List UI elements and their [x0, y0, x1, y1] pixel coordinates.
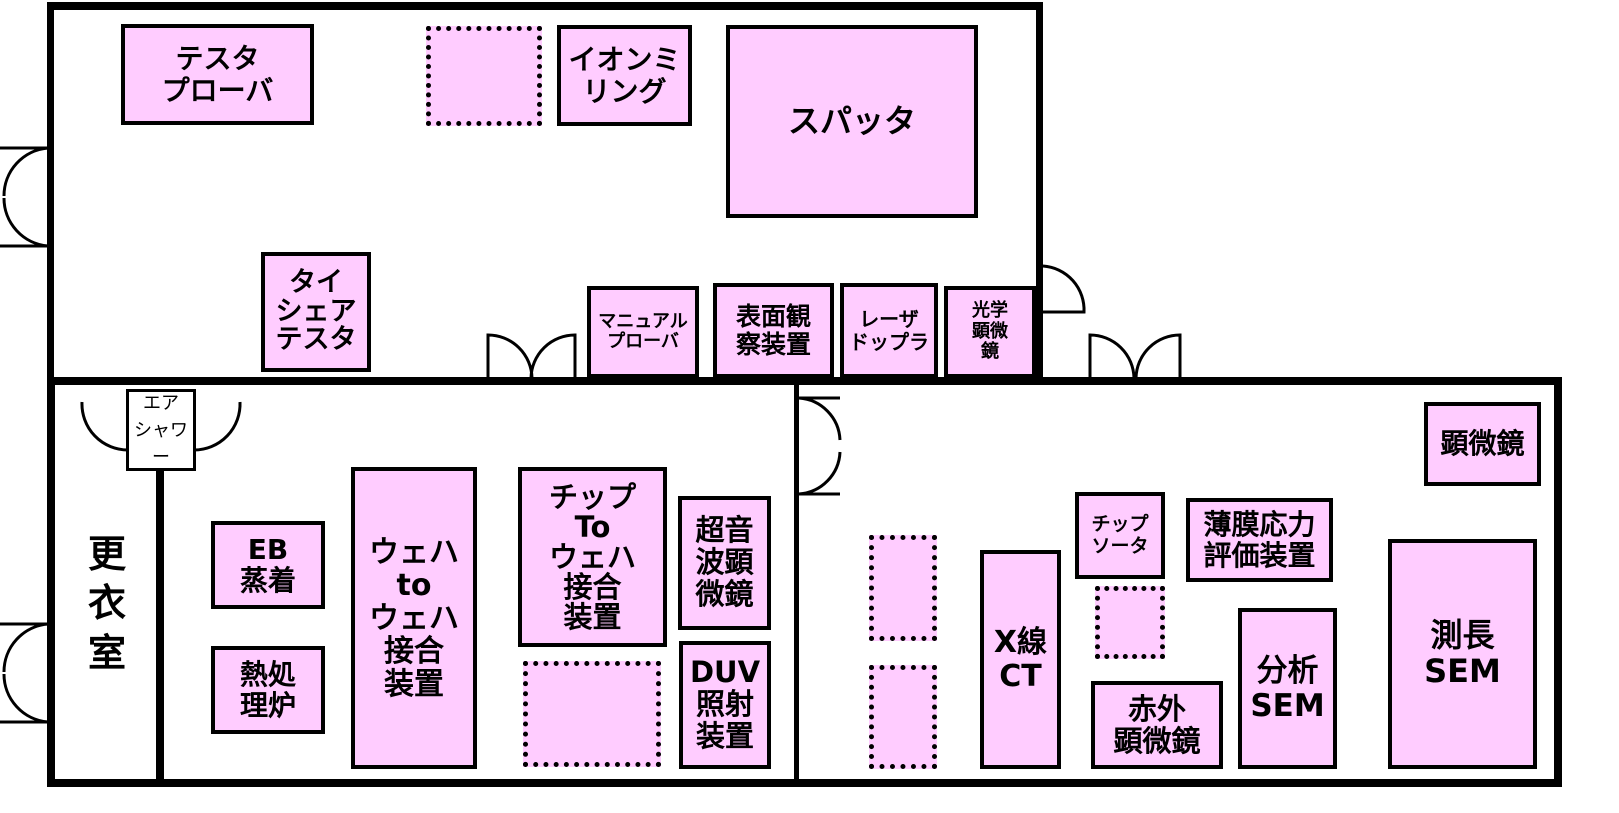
- ultrasonic-microscope-label: 超音 波顕 微鏡: [695, 513, 754, 611]
- heat-treatment-furnace-label: 熱処 理炉: [239, 657, 296, 722]
- ultrasonic-microscope: 超音 波顕 微鏡: [678, 496, 771, 630]
- cd-sem-label: 測長 SEM: [1424, 616, 1501, 690]
- manual-prober-label: マニュアル プローバ: [598, 310, 688, 352]
- microscope-label: 顕微鏡: [1440, 427, 1525, 461]
- changing-room-label: 更 衣 室: [87, 532, 126, 675]
- upper-room-top-wall: [47, 2, 1043, 10]
- empty-slot-right-2: [869, 665, 937, 769]
- laser-doppler-label: レーザ ドップラ: [849, 307, 929, 354]
- chip-to-wafer-bonder: チップ To ウェハ 接合 装置: [518, 467, 667, 647]
- xray-ct-label: X線 CT: [993, 624, 1048, 694]
- heat-treatment-furnace: 熱処 理炉: [211, 646, 325, 734]
- laser-doppler: レーザ ドップラ: [840, 283, 938, 378]
- lower-room-right-wall: [1554, 377, 1562, 787]
- duv-irradiation: DUV 照射 装置: [679, 641, 771, 769]
- thin-film-stress-label: 薄膜応力 評価装置: [1203, 507, 1316, 572]
- lower-room-bottom-wall: [47, 779, 1562, 787]
- upper-room-left-wall: [47, 2, 54, 384]
- die-shear-tester: タイ シェア テスタ: [261, 252, 371, 372]
- air-shower: エア シャワー: [126, 389, 196, 471]
- changing-room-partition: [156, 470, 164, 784]
- surface-inspection-label: 表面観 察装置: [735, 301, 811, 359]
- air-shower-label: エア シャワー: [134, 392, 188, 468]
- die-shear-tester-label: タイ シェア テスタ: [275, 267, 357, 356]
- lower-room-partition: [794, 382, 799, 782]
- middle-wall: [47, 377, 1562, 385]
- empty-slot-right-3: [1095, 586, 1165, 659]
- ion-milling-label: イオンミ リング: [568, 43, 681, 108]
- duv-irradiation-label: DUV 照射 装置: [689, 655, 761, 753]
- chip-sorter-label: チップ ソータ: [1091, 513, 1149, 557]
- microscope: 顕微鏡: [1424, 402, 1541, 486]
- empty-slot-lower-left: [523, 661, 661, 767]
- chip-sorter: チップ ソータ: [1075, 492, 1165, 579]
- eb-evaporation-label: EB 蒸着: [239, 532, 296, 597]
- lower-room-left-wall: [47, 377, 55, 787]
- surface-inspection: 表面観 察装置: [713, 283, 834, 378]
- upper-room-right-wall: [1036, 2, 1043, 384]
- optical-microscope: 光学 顕微 鏡: [944, 286, 1036, 378]
- empty-slot-upper: [426, 26, 542, 126]
- wafer-to-wafer-bonder-label: ウェハ to ウェハ 接合 装置: [369, 534, 459, 702]
- xray-ct: X線 CT: [980, 550, 1061, 769]
- manual-prober: マニュアル プローバ: [587, 286, 699, 378]
- sputter: スパッタ: [726, 25, 978, 218]
- chip-to-wafer-bonder-label: チップ To ウェハ 接合 装置: [548, 479, 636, 635]
- cd-sem: 測長 SEM: [1388, 539, 1537, 769]
- tester-prober: テスタ プローバ: [121, 24, 314, 125]
- thin-film-stress-evaluator: 薄膜応力 評価装置: [1186, 498, 1333, 582]
- ion-milling: イオンミ リング: [557, 25, 692, 126]
- analysis-sem: 分析 SEM: [1238, 608, 1337, 769]
- infrared-microscope: 赤外 顕微鏡: [1091, 681, 1223, 769]
- wafer-to-wafer-bonder: ウェハ to ウェハ 接合 装置: [351, 467, 477, 769]
- tester-prober-label: テスタ プローバ: [161, 42, 274, 107]
- optical-microscope-label: 光学 顕微 鏡: [972, 299, 1008, 363]
- analysis-sem-label: 分析 SEM: [1250, 652, 1325, 724]
- eb-evaporation: EB 蒸着: [211, 521, 325, 609]
- infrared-microscope-label: 赤外 顕微鏡: [1113, 691, 1201, 758]
- sputter-label: スパッタ: [787, 101, 916, 140]
- empty-slot-right-1: [869, 535, 937, 641]
